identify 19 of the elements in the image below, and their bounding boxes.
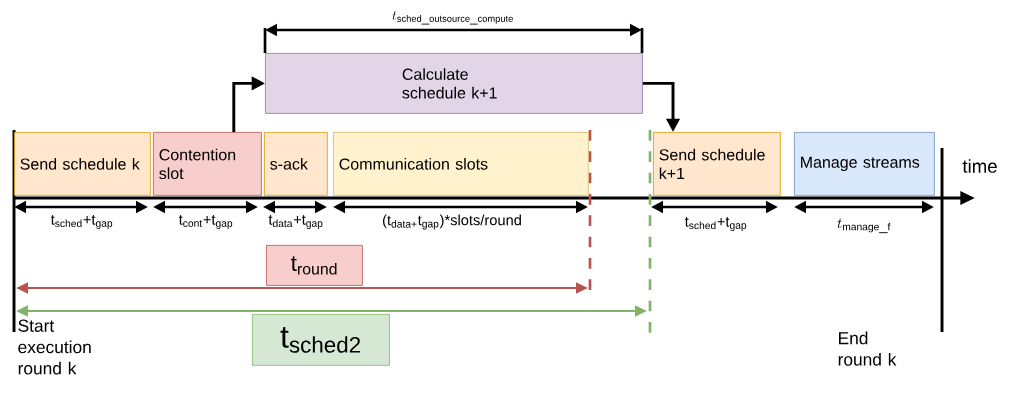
dimension-label: $t_{\mathrm{sched\_outsource\_compute}}$ xyxy=(392,11,513,25)
dimension-label: t$_{data}$+t$_{gap}$ xyxy=(268,215,323,229)
slot-box: Manage streams xyxy=(794,132,935,196)
dimension-label: t$_{cont}$+t$_{gap}$ xyxy=(178,215,233,229)
dimension-label: t$_{sched}$+t$_{gap}$ xyxy=(684,217,747,231)
note: End round k xyxy=(838,331,897,366)
dimension-label: (t$_{data+}$t$_{gap}$)*slots/round xyxy=(383,214,521,230)
slot-box: s-ack xyxy=(264,132,328,196)
slot-box: Communication slots xyxy=(333,132,589,196)
dimension-label: $t_{\mathrm{manage\_f}}$ xyxy=(837,218,891,234)
process-box: Calculate schedule k+1 xyxy=(265,53,643,114)
note: Start execution round k xyxy=(18,319,91,375)
slot-box: Send schedule k+1 xyxy=(653,132,781,196)
dimension-label: t$_{sched}$+t$_{gap}$ xyxy=(50,215,113,229)
slot-box: Contention slot xyxy=(153,132,262,196)
slot-box: Send schedule k xyxy=(14,132,151,196)
duration-box: t$_{sched2}$ xyxy=(252,314,390,366)
axis-label: time xyxy=(962,159,997,173)
duration-box: t$_{round}$ xyxy=(266,245,363,286)
